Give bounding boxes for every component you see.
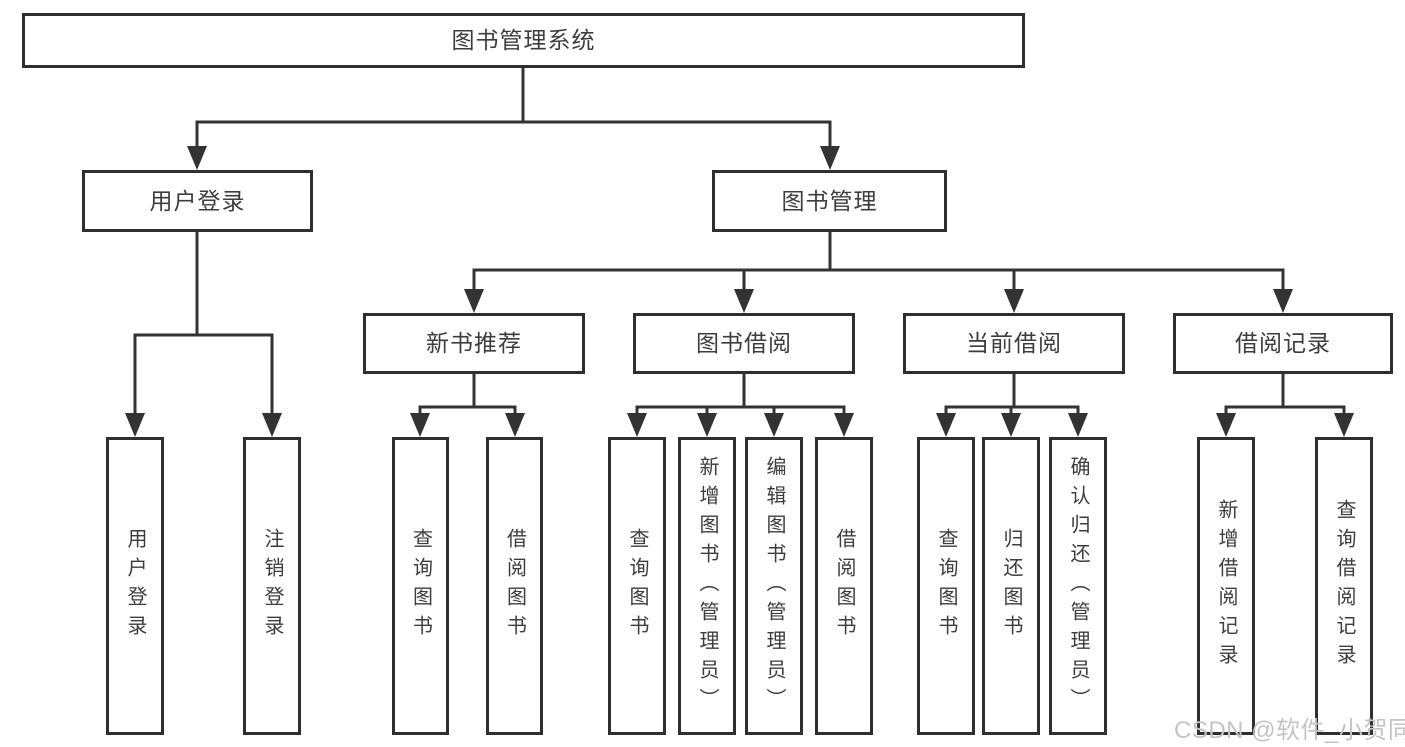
node-new-book-recommend: 新书推荐 [363, 313, 585, 374]
leaf-query-borrow-record: 查询借阅记录 [1315, 437, 1373, 735]
connector-book-management [472, 230, 1285, 295]
leaf-return-book: 归还图书 [982, 437, 1040, 735]
leaf-user-login: 用户登录 [106, 437, 164, 735]
node-book-borrow: 图书借阅 [633, 313, 855, 374]
csdn-watermark: CSDN @软件_小贺同学 [1174, 717, 1405, 744]
leaf-borrow-books: 借阅图书 [815, 437, 873, 735]
connector-book-borrow [635, 372, 846, 419]
node-user-login: 用户登录 [82, 170, 313, 232]
leaf-query-books-recommend: 查询图书 [392, 437, 449, 735]
leaf-logout: 注销登录 [243, 437, 301, 735]
arrowheads [125, 146, 1354, 437]
connector-user-login [133, 230, 274, 419]
leaf-edit-book-admin: 编辑图书（管理员） [745, 437, 803, 735]
leaf-add-borrow-record: 新增借阅记录 [1197, 437, 1255, 735]
node-borrow-records: 借阅记录 [1173, 313, 1393, 374]
node-current-borrow: 当前借阅 [903, 313, 1125, 374]
leaf-confirm-return-admin: 确认归还（管理员） [1049, 437, 1107, 735]
connector-current-borrow [944, 372, 1080, 419]
connector-new-book-recommend [418, 372, 517, 419]
node-system-root: 图书管理系统 [22, 13, 1025, 68]
leaf-add-book-admin: 新增图书（管理员） [678, 437, 736, 735]
leaf-query-books-current: 查询图书 [917, 437, 975, 735]
node-book-management: 图书管理 [712, 170, 947, 232]
connector-root [195, 66, 832, 152]
leaf-query-books-borrow: 查询图书 [608, 437, 666, 735]
leaf-borrow-books-recommend: 借阅图书 [486, 437, 543, 735]
connector-borrow-records [1224, 372, 1346, 419]
